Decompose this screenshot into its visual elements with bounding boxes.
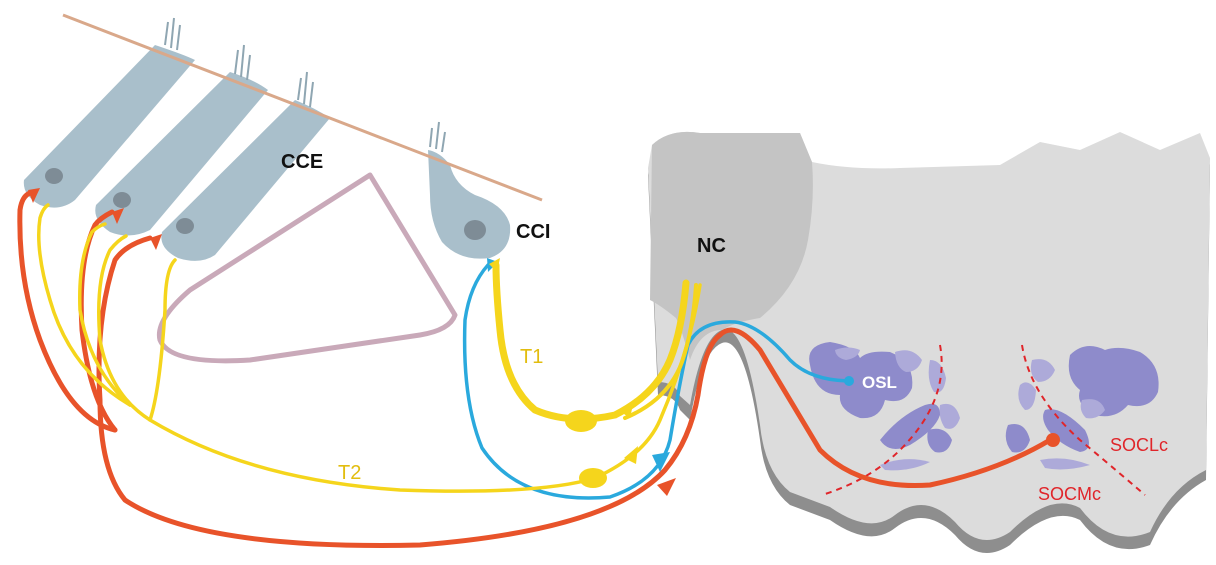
inner-hair-cell [428,150,510,259]
stereocilia-bundle-3 [298,72,313,107]
label-t2: T2 [338,462,361,484]
outer-hair-cell-1-nucleus [45,168,63,184]
type2-afferent-main [99,236,700,491]
outer-hair-cell-3-nucleus [176,218,194,234]
inner-hair-cell-nucleus [464,220,486,240]
inner-hair-cell-body [428,150,510,259]
label-cci: CCI [516,221,550,243]
brainstem [648,132,1210,553]
type2-afferent-branch-3 [150,260,175,420]
outer-hair-cell-2-nucleus [113,192,131,208]
medial-efferent-arrowhead [657,478,676,496]
label-nc: NC [697,235,726,257]
label-cce: CCE [281,151,323,173]
type1-afferent-ganglion-cell [565,410,597,432]
label-socmc: SOCMc [1038,484,1101,504]
type2-afferent-branch-2 [39,205,130,405]
stereocilia-bundle-1 [165,18,180,50]
label-soclc: SOCLc [1110,435,1168,455]
lateral-efferent-soma [844,376,854,386]
type2-afferent-ganglion-cell [579,468,607,488]
stereocilia-bundle-4 [430,122,445,152]
medial-efferent-soma [1046,433,1060,447]
label-osl: OSL [862,373,897,392]
type2-afferent-fibers [39,205,700,491]
label-t1: T1 [520,346,543,368]
